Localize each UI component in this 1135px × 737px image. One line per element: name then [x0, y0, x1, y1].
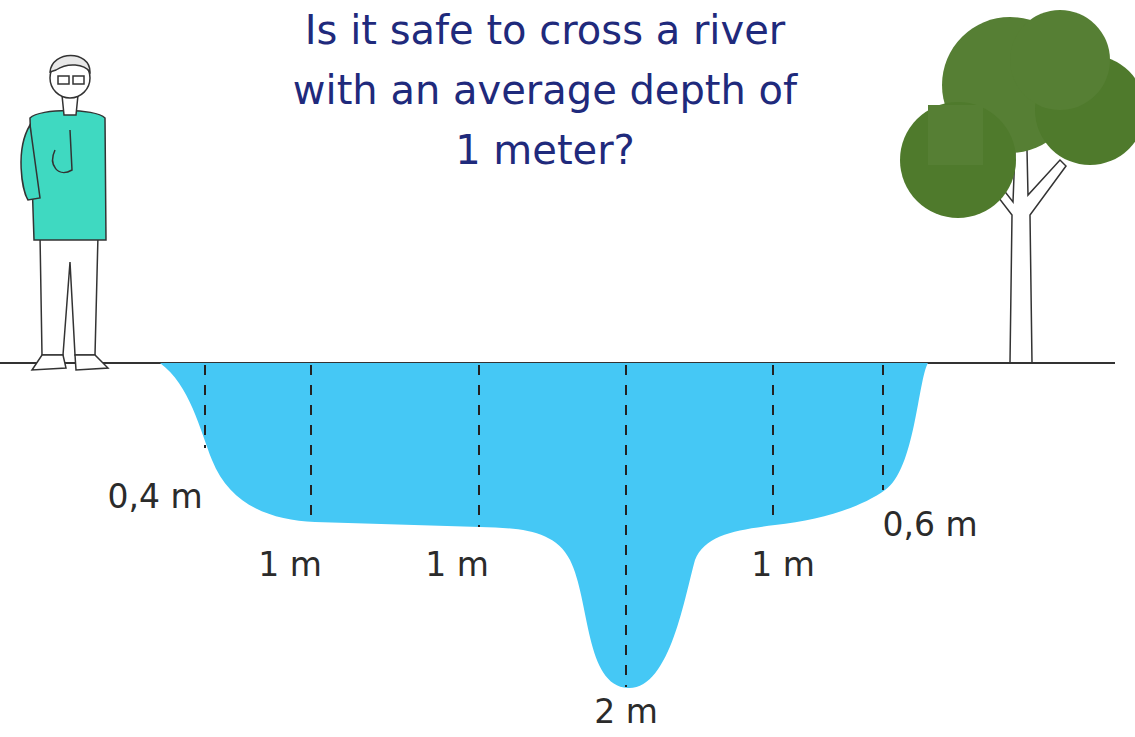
- depth-label: 2 m: [591, 693, 661, 731]
- depth-label: 1 m: [422, 546, 492, 584]
- depth-label: 1 m: [748, 546, 818, 584]
- depth-label: 0,6 m: [879, 506, 980, 544]
- tree: [900, 10, 1135, 363]
- thinking-man: [21, 56, 108, 371]
- depth-label: 0,4 m: [104, 478, 205, 516]
- depth-lines: [205, 365, 883, 687]
- river-water: [160, 363, 928, 688]
- title-heading: Is it safe to cross a river with an aver…: [285, 0, 805, 180]
- depth-label: 1 m: [255, 546, 325, 584]
